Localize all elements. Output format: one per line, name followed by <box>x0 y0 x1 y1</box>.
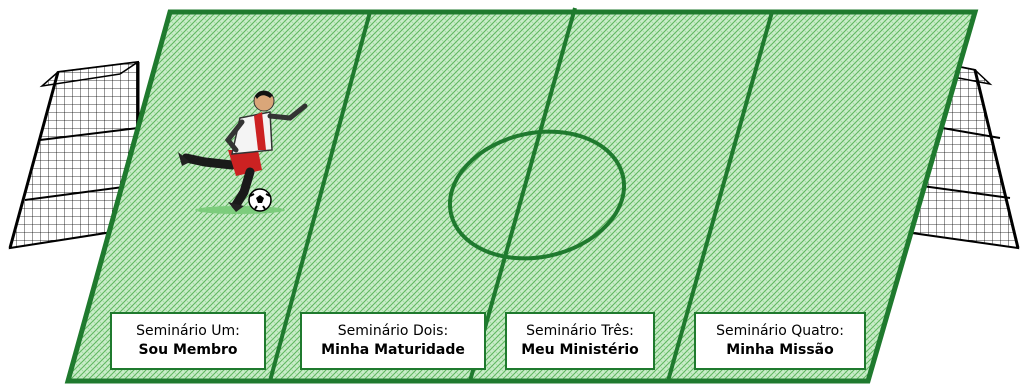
center-circle <box>447 129 627 261</box>
field-divider-3 <box>666 11 774 382</box>
seminar-title: Seminário Três: <box>526 323 634 339</box>
soccer-ball-icon <box>248 188 272 212</box>
field-divider-2 <box>468 7 577 382</box>
seminar-subtitle: Minha Maturidade <box>321 342 465 358</box>
seminar-subtitle: Meu Ministério <box>521 342 639 358</box>
seminar-box-4: Seminário Quatro: Minha Missão <box>694 312 866 370</box>
seminar-subtitle: Minha Missão <box>726 342 834 358</box>
seminar-title: Seminário Um: <box>136 323 240 339</box>
seminar-title: Seminário Dois: <box>337 323 449 339</box>
seminar-box-3: Seminário Três: Meu Ministério <box>505 312 655 370</box>
seminar-subtitle: Sou Membro <box>138 342 238 358</box>
seminar-title: Seminário Quatro: <box>716 323 844 339</box>
field-divider-1 <box>268 11 372 382</box>
seminar-box-2: Seminário Dois: Minha Maturidade <box>300 312 486 370</box>
seminar-box-1: Seminário Um: Sou Membro <box>110 312 266 370</box>
left-goal-icon <box>8 60 140 250</box>
